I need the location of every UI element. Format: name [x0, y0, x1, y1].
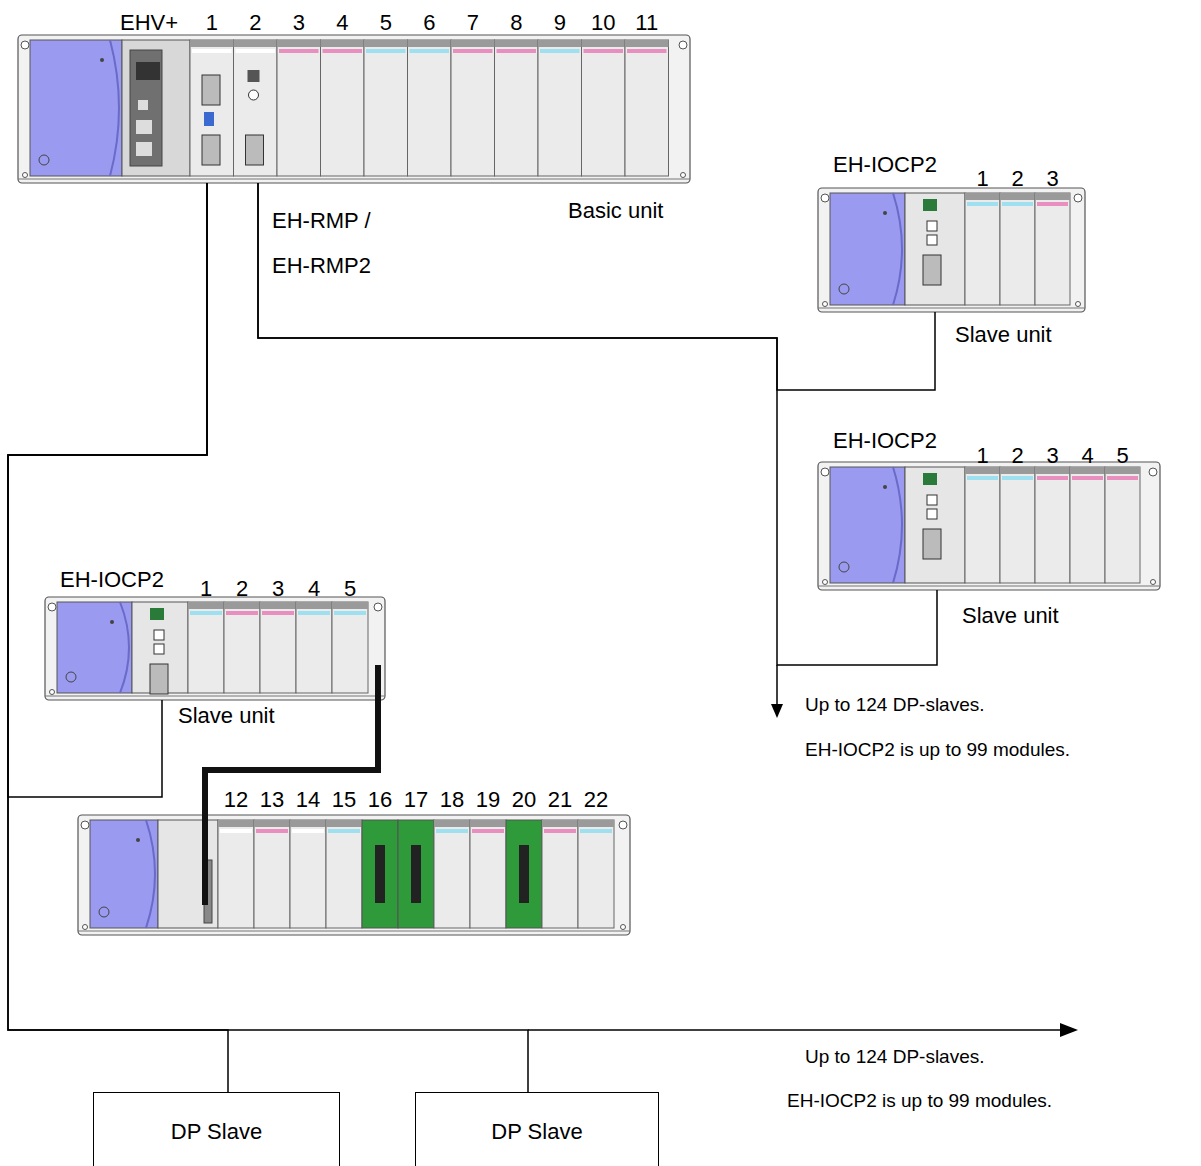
slot-number: 7 [467, 10, 479, 36]
slot-number: 21 [548, 787, 572, 813]
slave-unit: EH-IOCP2Slave unit [818, 188, 1085, 312]
slot-number: 18 [440, 787, 464, 813]
slot-number: 11 [635, 10, 658, 36]
slot-number: 1 [976, 166, 988, 192]
unit-title: EH-IOCP2 [833, 152, 937, 178]
slot-number: 1 [206, 10, 218, 36]
slot-number: 6 [423, 10, 435, 36]
slot-number: 22 [584, 787, 608, 813]
note-text: Up to 124 DP-slaves. [805, 1045, 985, 1069]
basic-unit: EHV+Basic unit [18, 35, 690, 183]
slave-unit: EH-IOCP2Slave unit [45, 597, 385, 700]
slot-number: 3 [1046, 443, 1058, 469]
module-name: EH-RMP / EH-RMP2 [272, 198, 402, 288]
slave-unit-rack [45, 597, 385, 700]
slot-number: 8 [510, 10, 522, 36]
slot-number: 20 [512, 787, 536, 813]
slot-number: 9 [554, 10, 566, 36]
dp-slave-box: DP Slave [93, 1092, 340, 1166]
slot-number: 17 [404, 787, 428, 813]
bus-connector [8, 183, 228, 1092]
arrowhead [771, 704, 783, 718]
slot-number: 16 [368, 787, 392, 813]
slot-number: 4 [1081, 443, 1093, 469]
slot-number: 2 [1011, 443, 1023, 469]
unit-label: DP Slave [171, 1119, 262, 1145]
note-text: EH-IOCP2 is up to 99 modules. [805, 738, 1070, 762]
slot-number: 12 [224, 787, 248, 813]
bus-line [258, 183, 935, 390]
bus-connector [258, 183, 937, 665]
slot-number: 3 [1046, 166, 1058, 192]
slot-number: 1 [976, 443, 988, 469]
basic-unit-rack [18, 35, 690, 183]
unit-label: Basic unit [568, 198, 663, 224]
bus-connector [8, 183, 528, 1092]
bus-line [8, 183, 528, 1092]
slot-number: 4 [336, 10, 348, 36]
unit-title: EH-IOCP2 [833, 428, 937, 454]
slot-number: 10 [591, 10, 615, 36]
slot-number: 3 [293, 10, 305, 36]
slot-number: 13 [260, 787, 284, 813]
arrowhead [1060, 1023, 1078, 1037]
slot-number: 15 [332, 787, 356, 813]
unit-label: Slave unit [178, 703, 275, 729]
bus-connector [8, 183, 207, 797]
slave-unit-rack [818, 462, 1160, 590]
slave-unit-rack [818, 188, 1085, 312]
slot-number: 3 [272, 576, 284, 602]
bus-line [8, 183, 207, 797]
dp-slave-box: DP Slave [415, 1092, 659, 1166]
slot-number: 5 [344, 576, 356, 602]
bus-line [8, 183, 228, 1092]
unit-title: EHV+ [120, 10, 178, 36]
slot-number: 2 [249, 10, 261, 36]
slot-number: 2 [236, 576, 248, 602]
slave-unit: EH-IOCP2Slave unit [818, 462, 1160, 590]
bus-line [528, 1029, 1062, 1031]
expansion-rack [78, 815, 630, 935]
bus-line [776, 665, 778, 706]
unit-label: DP Slave [491, 1119, 582, 1145]
note-text: Up to 124 DP-slaves. [805, 693, 985, 717]
slot-number: 19 [476, 787, 500, 813]
expansion-cable [205, 665, 378, 905]
bus-line [258, 183, 937, 665]
unit-title: EH-IOCP2 [60, 567, 164, 593]
slot-number: 14 [296, 787, 320, 813]
slot-number: 5 [1116, 443, 1128, 469]
bus-connector [258, 183, 935, 390]
slot-number: 1 [200, 576, 212, 602]
slot-number: 4 [308, 576, 320, 602]
slot-number: 5 [380, 10, 392, 36]
note-text: EH-IOCP2 is up to 99 modules. [787, 1089, 1052, 1113]
slot-number: 2 [1011, 166, 1023, 192]
unit-label: Slave unit [955, 322, 1052, 348]
unit-label: Slave unit [962, 603, 1059, 629]
